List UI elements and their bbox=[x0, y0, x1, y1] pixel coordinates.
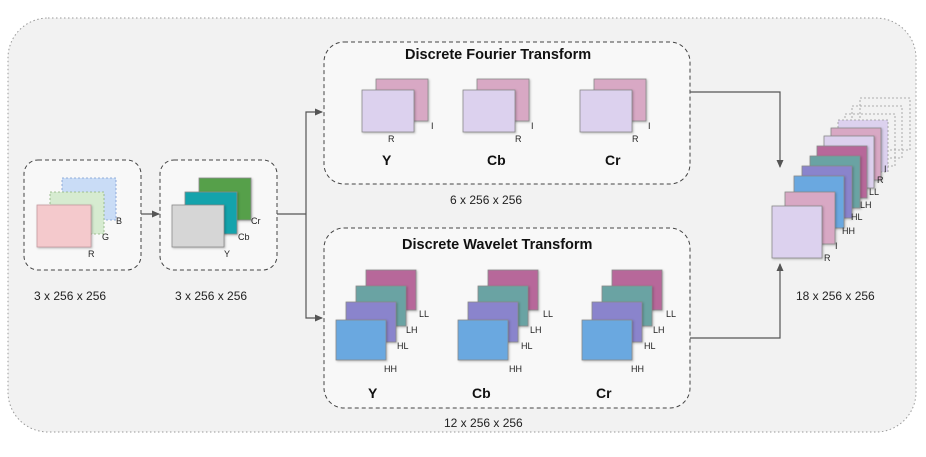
dft-cb-real-plane bbox=[462, 89, 516, 133]
arrow-dft-to-output bbox=[690, 91, 784, 168]
dft-channel-y: Y bbox=[382, 152, 392, 168]
out-label-r-top: R bbox=[877, 175, 884, 185]
out-label-i-top: I bbox=[884, 164, 887, 174]
dwt-cr-hh: HH bbox=[631, 364, 644, 374]
dft-y-label-imag: I bbox=[431, 121, 434, 131]
dft-shape-label: 6 x 256 x 256 bbox=[450, 193, 523, 207]
output-shape-label: 18 x 256 x 256 bbox=[796, 289, 875, 303]
ycbcr-label-cr: Cr bbox=[251, 216, 261, 226]
dwt-y-ll: LL bbox=[419, 309, 430, 319]
dft-cr-label-imag: I bbox=[648, 121, 651, 131]
dwt-y-lh: LH bbox=[406, 325, 418, 335]
dft-cr-real-plane bbox=[579, 89, 633, 133]
rgb-label-b: B bbox=[116, 216, 123, 226]
rgb-shape-label: 3 x 256 x 256 bbox=[34, 289, 107, 303]
ycbcr-shape-label: 3 x 256 x 256 bbox=[175, 289, 248, 303]
arrow-to-dwt bbox=[305, 214, 323, 322]
dwt-title: Discrete Wavelet Transform bbox=[402, 237, 593, 253]
dft-title: Discrete Fourier Transform bbox=[405, 47, 592, 63]
dwt-cb-ll: LL bbox=[543, 309, 554, 319]
dwt-cr-lh: LH bbox=[653, 325, 665, 335]
ycbcr-label-y: Y bbox=[224, 249, 231, 259]
out-label-r: R bbox=[824, 253, 831, 263]
arrow-to-dft bbox=[305, 108, 323, 214]
dwt-y-hl: HL bbox=[397, 341, 409, 351]
dwt-y-hh-plane bbox=[335, 319, 387, 361]
dwt-cb-hh-plane bbox=[457, 319, 509, 361]
out-label-lh: LH bbox=[860, 200, 872, 210]
ycbcr-label-cb: Cb bbox=[238, 232, 250, 242]
dft-y-real-plane bbox=[361, 89, 415, 133]
dft-channel-cb: Cb bbox=[487, 152, 506, 168]
dwt-cb-hh: HH bbox=[509, 364, 522, 374]
out-plane-r bbox=[771, 205, 823, 259]
dwt-y-hh: HH bbox=[384, 364, 397, 374]
dwt-cr-ll: LL bbox=[666, 309, 677, 319]
dwt-channel-cb: Cb bbox=[472, 385, 491, 401]
dft-y-label-real: R bbox=[388, 134, 395, 144]
dft-cr-label-real: R bbox=[632, 134, 639, 144]
rgb-label-g: G bbox=[102, 232, 110, 242]
rgb-plane-r bbox=[36, 204, 92, 248]
dft-cb-label-imag: I bbox=[531, 121, 534, 131]
dwt-channel-y: Y bbox=[368, 385, 378, 401]
dwt-cb-hl: HL bbox=[521, 341, 533, 351]
arrow-dwt-to-output bbox=[690, 263, 784, 339]
out-label-i: I bbox=[835, 241, 838, 251]
dwt-shape-label: 12 x 256 x 256 bbox=[444, 416, 523, 430]
dwt-cr-hh-plane bbox=[581, 319, 633, 361]
out-label-ll: LL bbox=[869, 187, 880, 197]
ycbcr-plane-y bbox=[171, 204, 225, 248]
dwt-cr-hl: HL bbox=[644, 341, 656, 351]
dft-cb-label-real: R bbox=[515, 134, 522, 144]
dft-channel-cr: Cr bbox=[605, 152, 621, 168]
dwt-cb-lh: LH bbox=[530, 325, 542, 335]
rgb-label-r: R bbox=[88, 249, 95, 259]
out-label-hl: HL bbox=[851, 212, 863, 222]
out-label-hh: HH bbox=[842, 226, 855, 236]
dwt-channel-cr: Cr bbox=[596, 385, 612, 401]
